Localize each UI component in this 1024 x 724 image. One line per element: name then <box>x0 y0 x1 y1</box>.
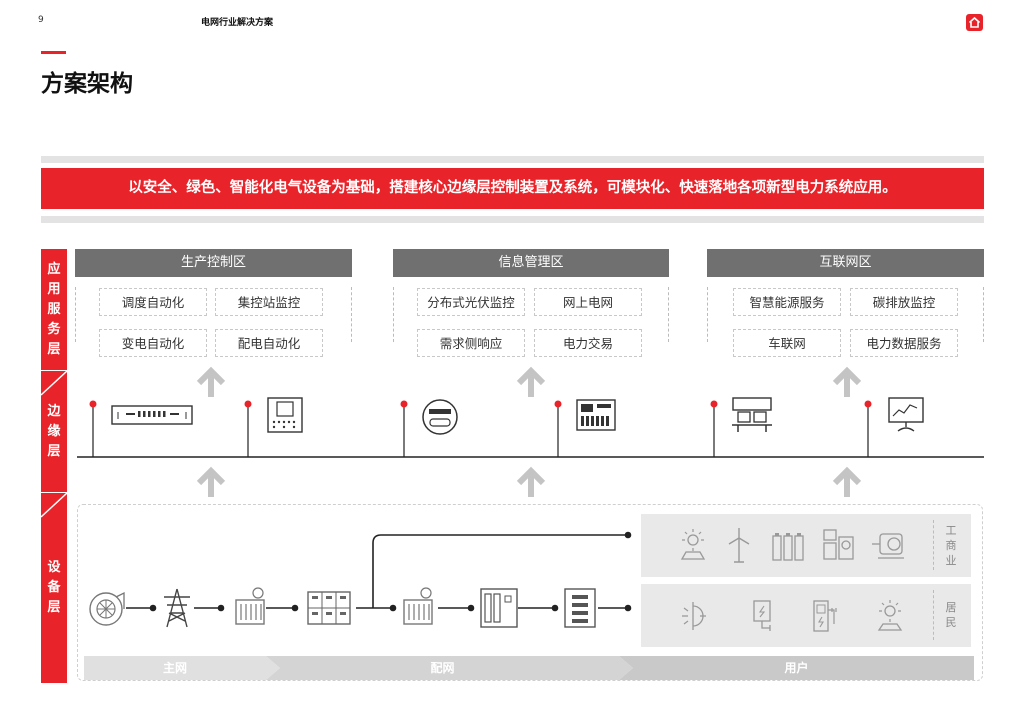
app-item: 配电自动化 <box>215 329 323 357</box>
cabinet-icon <box>564 588 596 628</box>
edge-bus <box>77 400 984 458</box>
up-arrow-icon <box>516 366 546 397</box>
ev-charger-icon <box>813 600 837 632</box>
heading-accent <box>41 51 66 54</box>
wind-turbine-icon <box>728 528 750 563</box>
turbine-icon <box>89 591 125 626</box>
up-arrow-icon <box>832 366 862 397</box>
app-item: 集控站监控 <box>215 288 323 316</box>
app-item: 变电自动化 <box>99 329 207 357</box>
app-item: 电力数据服务 <box>850 329 958 357</box>
banner-bottom-rule <box>41 216 984 223</box>
layer-label-device: 设备层 <box>41 493 67 683</box>
charging-station-icon <box>753 600 771 631</box>
zone-information: 信息管理区 分布式光伏监控 网上电网 需求侧响应 电力交易 <box>393 249 669 359</box>
zone-edge <box>668 287 670 342</box>
motor-icon <box>872 533 904 559</box>
pv-inverter-icon <box>682 602 706 630</box>
solar-icon <box>680 529 706 560</box>
cabinet-icon <box>480 588 518 628</box>
zone-title: 生产控制区 <box>75 249 352 277</box>
zone-title: 信息管理区 <box>393 249 669 277</box>
factory-equipment-icon <box>823 529 854 560</box>
industrial-users-panel <box>641 514 971 577</box>
battery-icon <box>772 533 804 561</box>
banner-top-rule <box>41 156 984 163</box>
monitor-chart-icon <box>888 397 924 432</box>
page-title: 方案架构 <box>41 71 133 97</box>
power-chain-lines <box>126 531 632 612</box>
zone-edge <box>393 287 395 342</box>
panel-divider <box>933 590 935 640</box>
panel-divider <box>933 520 935 570</box>
zone-edge <box>351 287 353 342</box>
zone-edge <box>983 287 985 342</box>
app-item: 需求侧响应 <box>417 329 525 357</box>
app-item: 智慧能源服务 <box>733 288 841 316</box>
app-item: 碳排放监控 <box>850 288 958 316</box>
control-panel-icon <box>267 397 303 433</box>
footer-distribution: 配网 <box>430 661 455 675</box>
residential-users-panel <box>641 584 971 647</box>
up-arrow-icon <box>196 366 226 397</box>
industrial-label: 工商业 <box>945 524 957 567</box>
zone-edge <box>707 287 709 342</box>
page-number: 9 <box>38 15 44 25</box>
workstation-icon <box>732 397 772 432</box>
transmission-tower-icon <box>164 588 190 628</box>
smart-meter-icon <box>422 399 458 435</box>
app-item: 车联网 <box>733 329 841 357</box>
summary-banner: 以安全、绿色、智能化电气设备为基础，搭建核心边缘层控制装置及系统，可模块化、快速… <box>41 168 984 209</box>
layer-label-app: 应用服务层 <box>41 249 67 370</box>
transformer-icon <box>235 587 265 625</box>
transformer-icon <box>403 587 433 625</box>
footer-main-grid: 主网 <box>162 661 187 675</box>
switchgear-icon <box>307 591 351 625</box>
up-arrow-icon <box>832 466 862 497</box>
zone-edge <box>75 287 77 342</box>
layer-dividers <box>41 370 67 518</box>
zone-production: 生产控制区 调度自动化 集控站监控 变电自动化 配电自动化 <box>75 249 352 359</box>
document-title: 电网行业解决方案 <box>201 18 274 28</box>
device-area <box>77 504 983 681</box>
app-item: 电力交易 <box>534 329 642 357</box>
home-solar-icon <box>877 600 903 631</box>
home-icon[interactable] <box>966 14 983 31</box>
footer-band <box>84 656 974 680</box>
rack-device-icon <box>111 405 193 425</box>
up-arrow-icon <box>516 466 546 497</box>
residential-label: 居民 <box>945 601 957 629</box>
zone-title: 互联网区 <box>707 249 984 277</box>
up-arrow-icon <box>196 466 226 497</box>
terminal-unit-icon <box>576 399 616 431</box>
footer-users: 用户 <box>784 661 809 675</box>
app-item: 网上电网 <box>534 288 642 316</box>
app-item: 分布式光伏监控 <box>417 288 525 316</box>
zone-internet: 互联网区 智慧能源服务 碳排放监控 车联网 电力数据服务 <box>707 249 984 359</box>
app-item: 调度自动化 <box>99 288 207 316</box>
